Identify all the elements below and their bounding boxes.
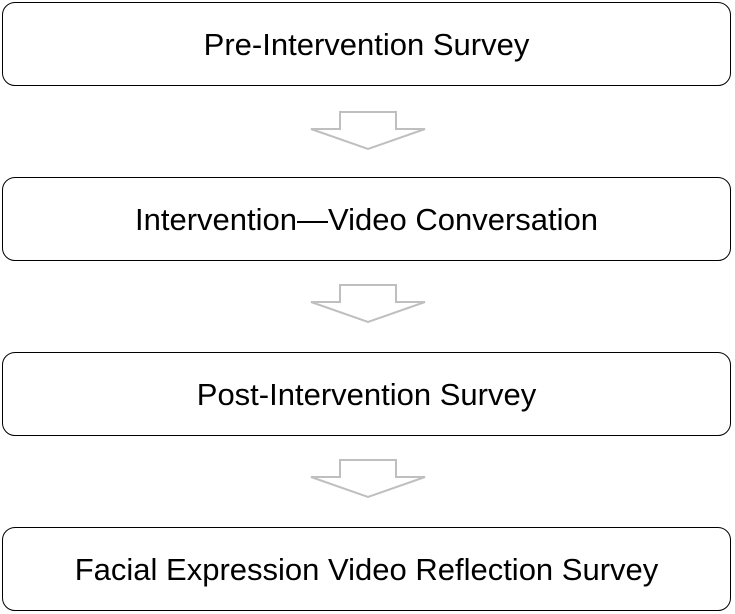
step-label: Intervention—Video Conversation [135,201,598,237]
step-box-pre-intervention-survey: Pre-Intervention Survey [2,2,731,86]
step-box-post-intervention-survey: Post-Intervention Survey [2,352,731,436]
step-label: Post-Intervention Survey [196,376,537,412]
down-arrow-icon [307,271,429,333]
step-box-facial-expression-video-reflection-survey: Facial Expression Video Reflection Surve… [2,527,731,611]
down-arrow-icon [307,446,429,508]
down-arrow-icon [307,96,429,158]
step-label: Facial Expression Video Reflection Surve… [74,551,659,587]
step-box-intervention-video-conversation: Intervention—Video Conversation [2,177,731,261]
step-label: Pre-Intervention Survey [203,26,530,62]
